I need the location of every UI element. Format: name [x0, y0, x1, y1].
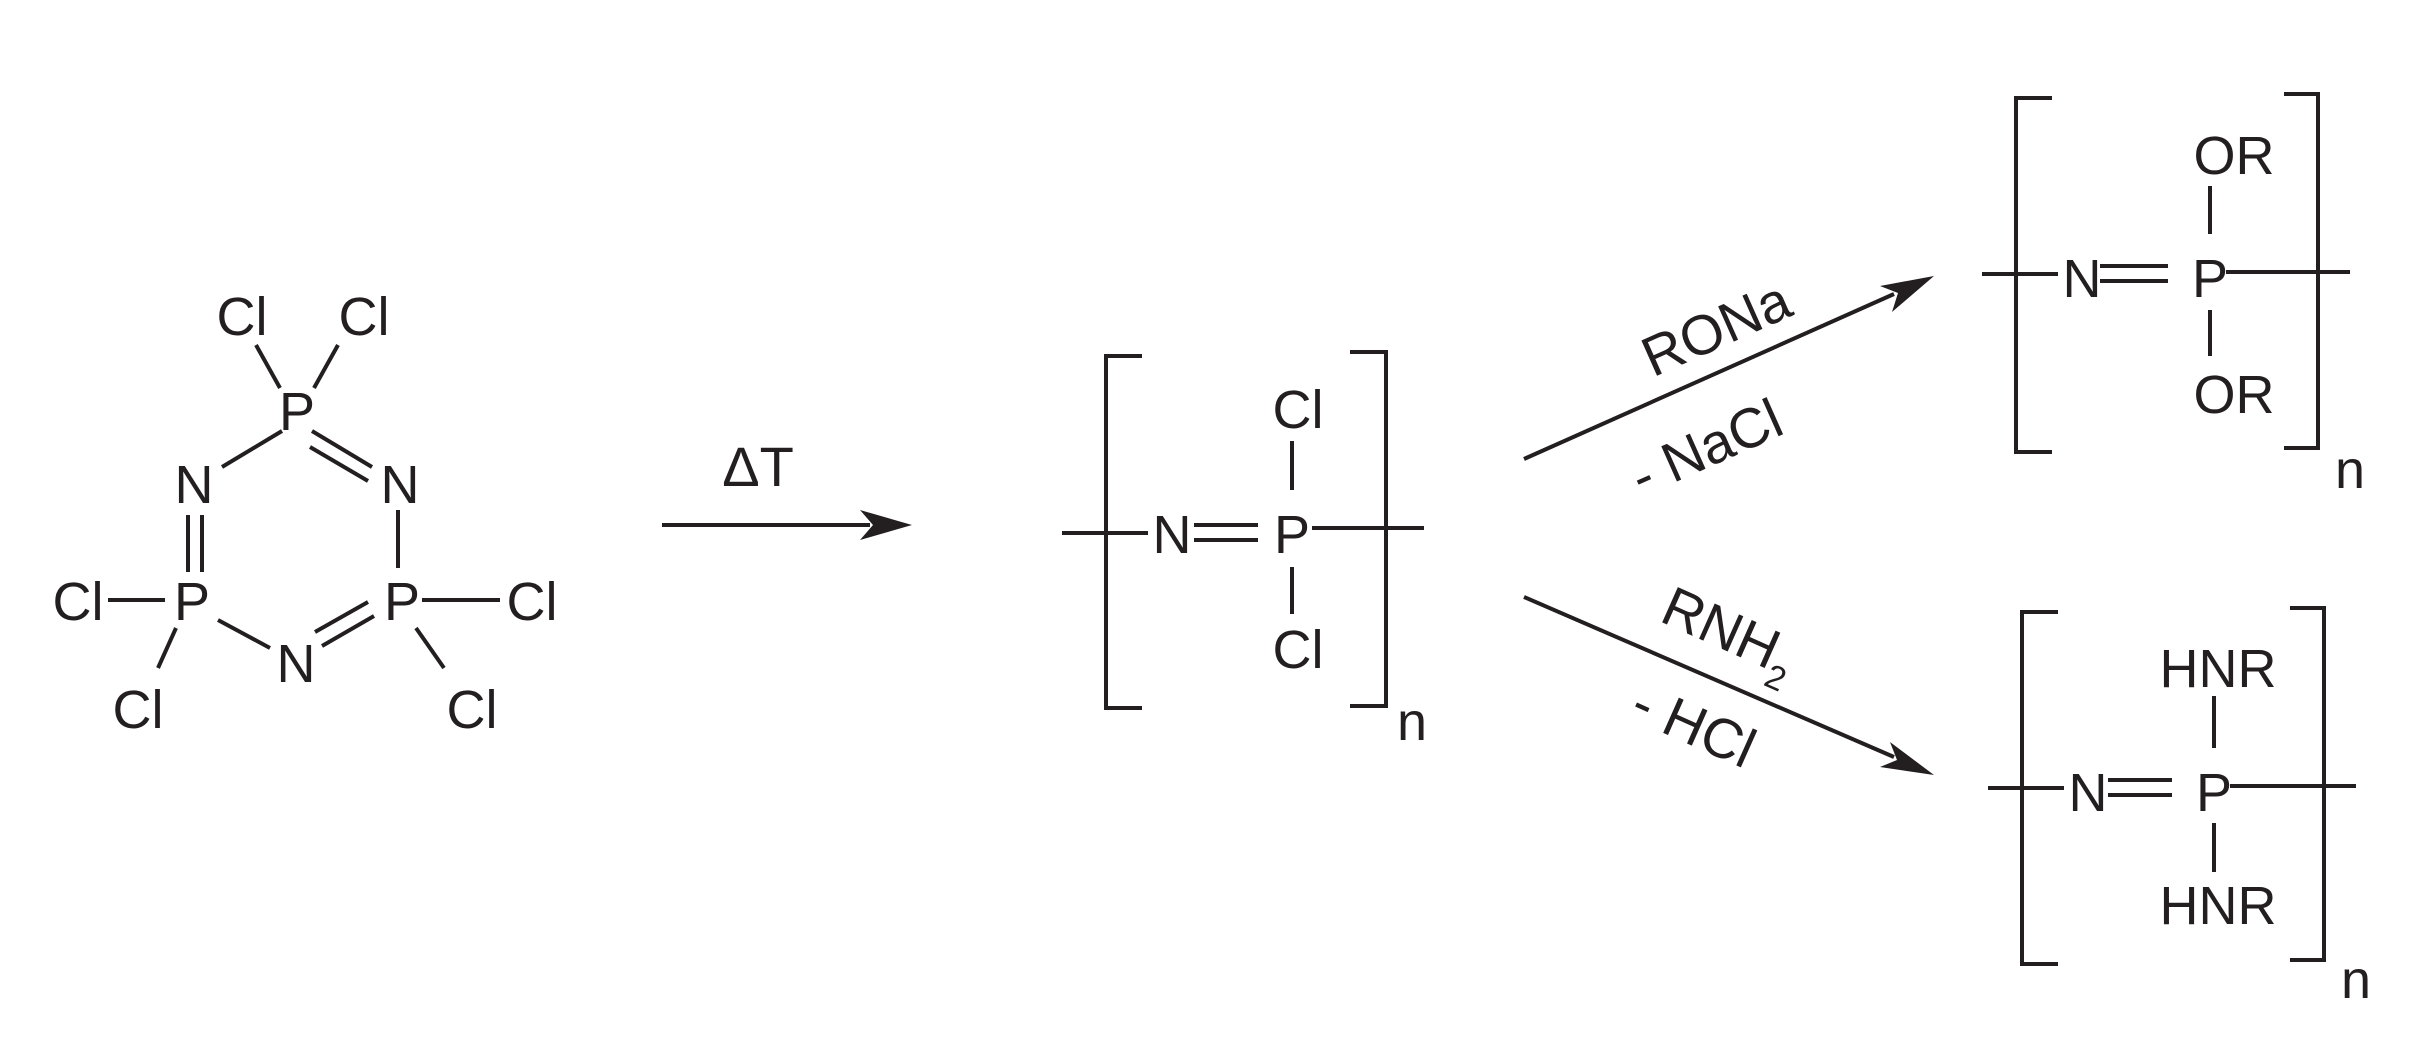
alkoxide-reagent: RONa — [1632, 267, 1801, 388]
repeat-unit-subscript: n — [1397, 692, 1427, 752]
repeat-unit-subscript: n — [2341, 950, 2371, 1010]
atom-cl: Cl — [507, 572, 558, 632]
alkoxide-arrow: RONa - NaCl — [1523, 267, 1934, 508]
atom-cl: Cl — [339, 287, 390, 347]
atom-n: N — [2063, 249, 2102, 309]
heat-label: ΔT — [722, 435, 794, 498]
alkoxy-group: OR — [2194, 365, 2275, 425]
atom-n: N — [1153, 505, 1192, 565]
amine-byproduct: - HCl — [1623, 670, 1765, 779]
atom-n: N — [2069, 763, 2108, 823]
polyaminophosphazene: HNR N P HNR n — [1988, 606, 2371, 1010]
cyclotriphosphazene-trimer: Cl Cl P N N Cl P P Cl N Cl Cl — [53, 287, 558, 740]
atom-cl: Cl — [217, 287, 268, 347]
amine-arrow: RNH2 - HCl — [1523, 574, 1934, 780]
atom-p: P — [174, 572, 210, 632]
atom-p: P — [384, 572, 420, 632]
atom-n: N — [381, 455, 420, 515]
polydichlorophosphazene: Cl N P Cl n — [1062, 350, 1427, 752]
atom-cl: Cl — [1273, 380, 1324, 440]
atom-p: P — [279, 382, 315, 442]
atom-cl: Cl — [1273, 620, 1324, 680]
polyalkoxyphosphazene: OR N P OR n — [1982, 92, 2365, 500]
alkoxy-group: OR — [2194, 126, 2275, 186]
atom-p: P — [1274, 505, 1310, 565]
atom-n: N — [277, 634, 316, 694]
amino-group: HNR — [2160, 639, 2277, 699]
atom-cl: Cl — [113, 680, 164, 740]
atom-p: P — [2196, 763, 2232, 823]
amino-group: HNR — [2160, 876, 2277, 936]
repeat-unit-subscript: n — [2335, 440, 2365, 500]
atom-n: N — [175, 455, 214, 515]
atom-cl: Cl — [53, 572, 104, 632]
atom-cl: Cl — [447, 680, 498, 740]
thermal-arrow: ΔT — [662, 435, 912, 540]
atom-p: P — [2192, 249, 2228, 309]
